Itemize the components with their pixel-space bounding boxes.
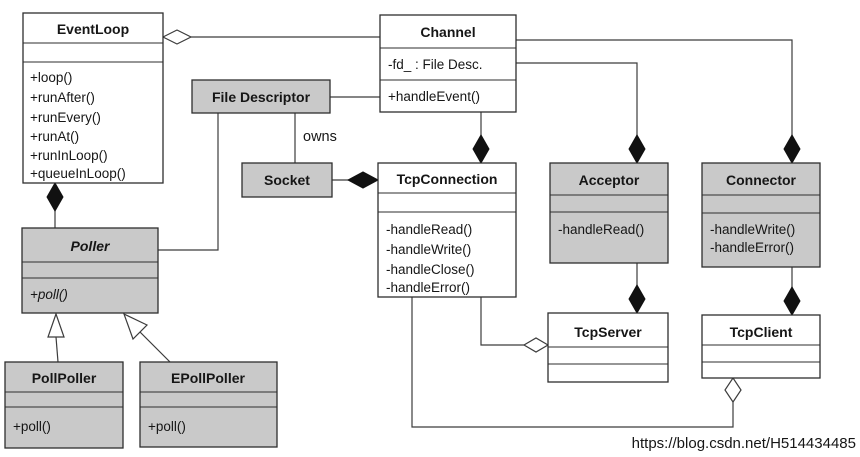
- class-method: +poll(): [13, 419, 51, 434]
- uml-class-eventloop: EventLoop +loop() +runAfter() +runEvery(…: [22, 12, 164, 184]
- class-title: TcpClient: [730, 324, 793, 340]
- class-title: EPollPoller: [171, 370, 245, 386]
- class-box: [139, 361, 278, 448]
- class-title: Poller: [71, 238, 111, 254]
- class-method: -handleClose(): [386, 262, 475, 277]
- class-method: -handleError(): [710, 240, 794, 255]
- class-box: [22, 12, 164, 184]
- class-method: -handleRead(): [558, 222, 644, 237]
- class-title: Acceptor: [579, 172, 640, 188]
- edge-pollpoller-poller: [55, 336, 59, 363]
- edge-tcpconnection-tcpclient: [411, 297, 734, 428]
- edge-tcpconnection-tcpserver: [480, 297, 524, 346]
- watermark-text: https://blog.csdn.net/H514434485: [632, 435, 856, 452]
- class-box: [377, 162, 517, 298]
- class-method: -handleWrite(): [386, 242, 471, 257]
- uml-class-acceptor: Acceptor -handleRead(): [549, 162, 669, 264]
- open-triangle-icon: [122, 312, 149, 341]
- class-box: [191, 79, 331, 114]
- filled-diamond-icon: [628, 283, 646, 315]
- class-box: [379, 14, 517, 113]
- relationships: owns: [46, 29, 801, 428]
- class-method: -handleRead(): [386, 222, 472, 237]
- uml-class-epollpoller: EPollPoller +poll(): [139, 361, 278, 448]
- class-box: [549, 162, 669, 264]
- uml-class-socket: Socket: [241, 162, 333, 198]
- edge-epollpoller-poller: [139, 331, 171, 363]
- class-title: File Descriptor: [212, 89, 311, 105]
- class-title: Socket: [264, 172, 310, 188]
- class-method: -handleError(): [386, 280, 470, 295]
- class-box: [4, 361, 124, 449]
- open-triangle-icon: [47, 312, 65, 338]
- class-method: +runAt(): [30, 129, 79, 144]
- class-title: PollPoller: [32, 370, 97, 386]
- class-box: [701, 162, 821, 268]
- filled-diamond-icon: [783, 133, 801, 165]
- edge-channel-acceptor: [516, 62, 638, 140]
- filled-diamond-icon: [472, 133, 490, 165]
- class-box: [701, 314, 821, 379]
- class-method: -handleWrite(): [710, 222, 795, 237]
- class-method: +queueInLoop(): [30, 166, 126, 181]
- uml-class-file-descriptor: File Descriptor: [191, 79, 331, 114]
- open-diamond-icon: [522, 337, 550, 353]
- uml-class-pollpoller: PollPoller +poll(): [4, 361, 124, 449]
- uml-class-tcpserver: TcpServer: [547, 312, 669, 383]
- uml-class-poller: Poller +poll(): [21, 227, 159, 314]
- uml-class-channel: Channel -fd_ : File Desc. +handleEvent(): [379, 14, 517, 113]
- filled-diamond-icon: [628, 133, 646, 165]
- class-method: +runInLoop(): [30, 148, 108, 163]
- class-box: [21, 227, 159, 314]
- class-title: TcpConnection: [397, 171, 498, 187]
- edge-channel-connector: [516, 39, 793, 140]
- open-diamond-icon: [161, 29, 193, 45]
- uml-class-tcpconnection: TcpConnection -handleRead() -handleWrite…: [377, 162, 517, 298]
- class-title: Connector: [726, 172, 797, 188]
- class-title: Channel: [420, 24, 475, 40]
- class-method: +poll(): [30, 287, 68, 302]
- filled-diamond-icon: [346, 171, 380, 189]
- filled-diamond-icon: [46, 181, 64, 213]
- uml-class-connector: Connector -handleWrite() -handleError(): [701, 162, 821, 268]
- class-method: +runEvery(): [30, 110, 101, 125]
- edge-poller-filedescriptor: [158, 113, 219, 251]
- edge-label-owns: owns: [303, 129, 337, 145]
- class-method: +runAfter(): [30, 90, 95, 105]
- class-method: +poll(): [148, 419, 186, 434]
- uml-class-tcpclient: TcpClient: [701, 314, 821, 379]
- class-method: +handleEvent(): [388, 89, 480, 104]
- class-title: EventLoop: [57, 21, 129, 37]
- class-box: [241, 162, 333, 198]
- open-diamond-icon: [724, 376, 742, 404]
- filled-diamond-icon: [783, 285, 801, 317]
- class-title: TcpServer: [574, 324, 642, 340]
- class-method: +loop(): [30, 70, 72, 85]
- class-attribute: -fd_ : File Desc.: [388, 57, 483, 72]
